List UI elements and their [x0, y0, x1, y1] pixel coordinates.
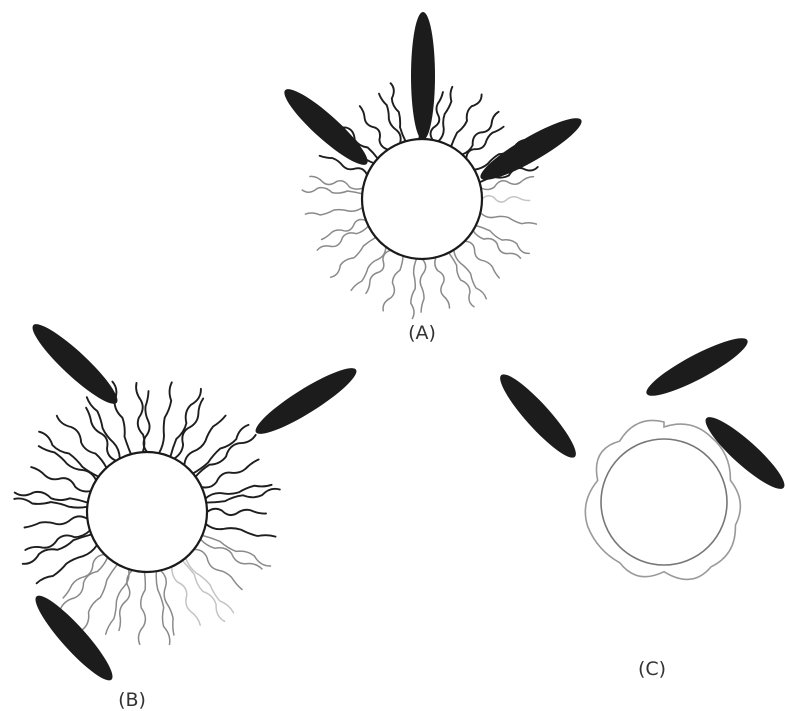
b-chain-22 — [15, 492, 88, 503]
b-chain-8 — [172, 567, 200, 626]
nanorod-b-3 — [28, 588, 121, 687]
nanorod-c-2 — [641, 330, 753, 405]
a-chain-7 — [449, 253, 474, 307]
nanoparticle-core-a — [362, 139, 482, 259]
nanorod-b-1 — [25, 316, 125, 411]
panel-a: (A) — [277, 12, 587, 344]
b-chain-2 — [206, 524, 276, 537]
b-chain-20 — [25, 516, 88, 527]
b-chain-15 — [60, 557, 107, 609]
panel-label-a: (A) — [408, 322, 436, 344]
b-chain-32 — [159, 382, 172, 453]
nanoparticle-core-b — [87, 452, 207, 572]
a-chain-28 — [438, 87, 452, 141]
panel-label-b: (B) — [118, 689, 146, 711]
a-chain-2 — [480, 213, 536, 225]
b-chain-12 — [119, 570, 133, 630]
b-chain-31 — [144, 391, 150, 452]
a-chain-23 — [360, 106, 388, 150]
nanorod-b-2 — [250, 360, 363, 443]
nanorod-a-2 — [277, 81, 375, 172]
b-chain-5 — [194, 549, 242, 589]
a-chain-24 — [379, 94, 401, 144]
b-chain-1 — [207, 509, 266, 515]
a-chain-29 — [451, 95, 482, 147]
a-chain-11 — [383, 256, 403, 311]
b-chain-10 — [156, 571, 170, 644]
b-chain-36 — [193, 425, 249, 474]
nanorod-a-1 — [411, 12, 435, 140]
a-chain-9 — [420, 259, 425, 312]
b-chain-11 — [138, 572, 145, 644]
a-chain-4 — [473, 231, 521, 259]
a-chain-13 — [351, 247, 386, 290]
a-chain-14 — [331, 237, 376, 277]
b-chain-6 — [186, 558, 234, 613]
b-chain-19 — [25, 531, 90, 551]
a-chain-8 — [435, 257, 450, 308]
a-chain-17 — [305, 207, 362, 215]
a-chain-10 — [411, 259, 417, 319]
b-chain-35 — [184, 416, 225, 465]
panel-label-c: (C) — [638, 658, 666, 680]
nanorod-c-1 — [492, 367, 583, 465]
panel-c: (C) — [492, 330, 785, 680]
b-chain-25 — [39, 432, 98, 477]
b-chain-38 — [202, 460, 259, 488]
a-chain-19 — [310, 176, 363, 189]
nanoparticle-core-c — [601, 439, 727, 565]
a-chain-1 — [482, 196, 530, 202]
a-chain-12 — [366, 250, 391, 293]
panel-b: (B) — [14, 316, 362, 711]
